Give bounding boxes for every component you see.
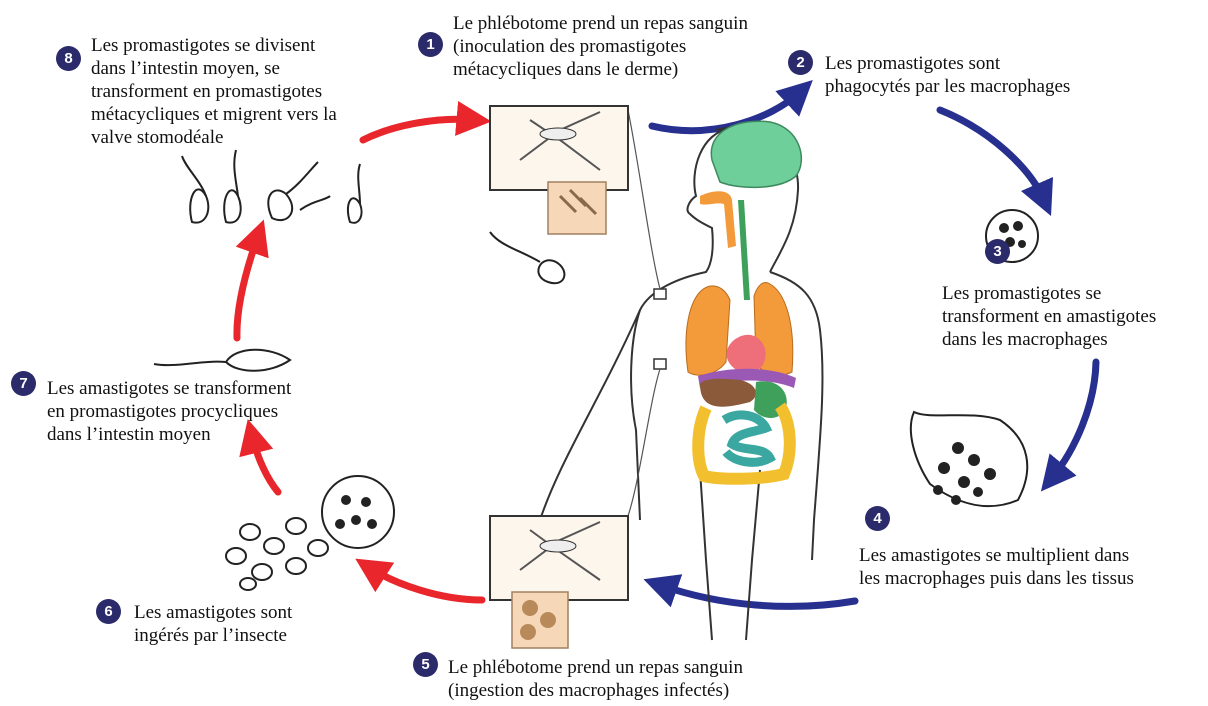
left-arm-outline — [540, 310, 640, 520]
sandfly-feeding-panel-top — [490, 106, 628, 234]
trachea-illustration — [738, 200, 750, 300]
ingestion-site-marker — [654, 359, 666, 369]
step-6-badge: 6 — [96, 599, 121, 624]
arrow-step5-to-step6 — [370, 568, 482, 600]
sandfly-feeding-panel-bottom — [490, 516, 628, 648]
inoculation-site-marker — [654, 289, 666, 299]
left-lung-illustration — [686, 286, 730, 375]
arrow-step8-to-step1 — [363, 119, 474, 140]
step-3-label: Les promastigotes se transforment en ama… — [942, 282, 1156, 351]
step-4-label: Les amastigotes se multiplient dans les … — [859, 544, 1134, 590]
arrow-step4-to-step5 — [660, 585, 855, 606]
heart-illustration — [727, 335, 766, 374]
liver-illustration — [700, 379, 756, 407]
step-1-label: Le phlébotome prend un repas sanguin (in… — [453, 12, 748, 81]
promastigote-single-illustration — [490, 232, 564, 283]
arrow-step7-to-step8 — [237, 236, 258, 338]
amastigotes-ingested-illustration — [226, 476, 394, 590]
callout-line-bottom — [628, 369, 660, 516]
small-intestine-illustration — [724, 415, 770, 462]
step-3-badge: 3 — [985, 239, 1010, 264]
step-8-badge: 8 — [56, 46, 81, 71]
step-5-badge: 5 — [413, 652, 438, 677]
step-7-badge: 7 — [11, 371, 36, 396]
step-2-label: Les promastigotes sont phagocytés par le… — [825, 52, 1070, 98]
arrow-step3-to-step4 — [1052, 362, 1096, 478]
step-7-label: Les amastigotes se transforment en proma… — [47, 377, 291, 446]
infected-macrophage-illustration — [911, 412, 1027, 506]
step-5-label: Le phlébotome prend un repas sanguin (in… — [448, 656, 743, 702]
callout-line-top — [628, 110, 660, 289]
brain-illustration — [711, 121, 801, 187]
procyclic-promastigote-illustration — [154, 350, 290, 371]
step-1-badge: 1 — [418, 32, 443, 57]
step-4-badge: 4 — [865, 506, 890, 531]
throat-illustration — [700, 191, 736, 248]
step-8-label: Les promastigotes se divisent dans l’int… — [91, 34, 337, 149]
step-6-label: Les amastigotes sont ingérés par l’insec… — [134, 601, 292, 647]
promastigotes-dividing-illustration — [182, 150, 362, 223]
step-2-badge: 2 — [788, 50, 813, 75]
arrow-step2-to-step3 — [940, 110, 1044, 200]
